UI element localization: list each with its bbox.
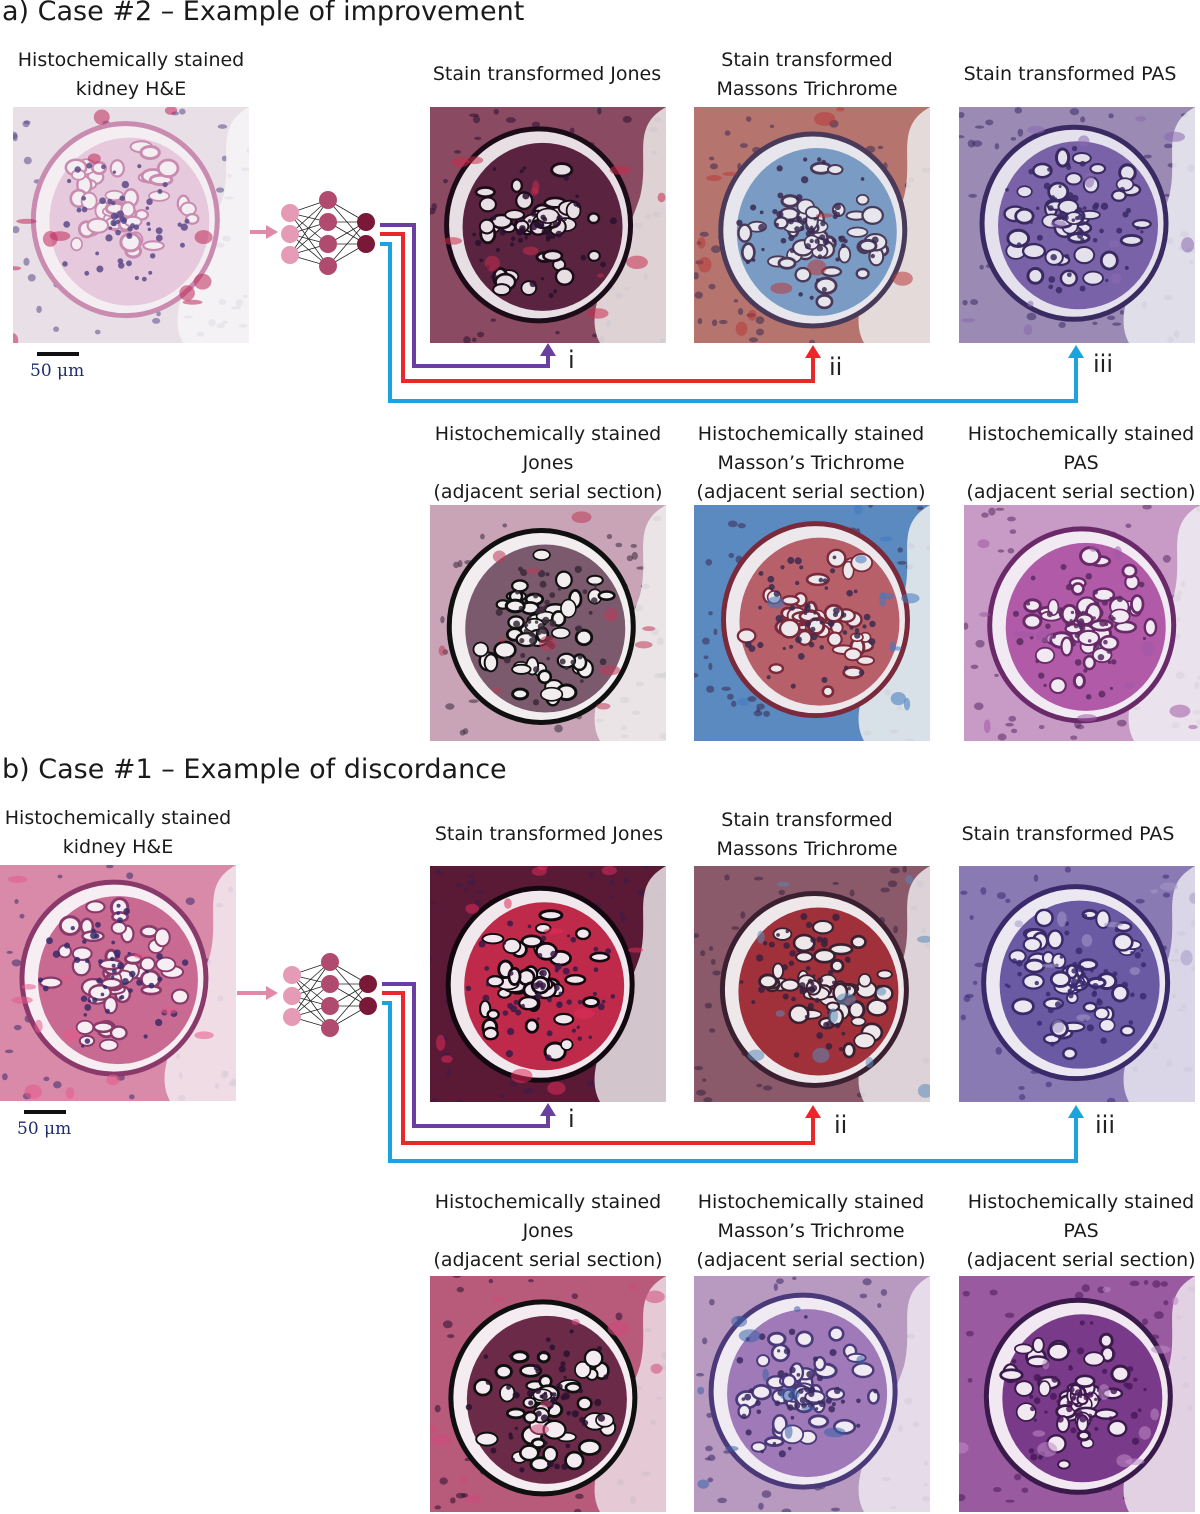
panel-a-transformed-jones-image	[430, 107, 666, 343]
neuron-hidden	[319, 191, 337, 209]
panel-a-transformed-jones-caption: Stain transformed Jones	[432, 63, 662, 85]
panel-b-he-image	[0, 865, 236, 1101]
panel-b-scale-bar	[24, 1110, 66, 1114]
neuron-hidden	[319, 257, 337, 275]
neuron-output	[357, 235, 375, 253]
panel-b-arrow-jones-head	[540, 1103, 556, 1116]
panel-a-he-image	[13, 107, 249, 343]
panel-b-marker-i: i	[568, 1105, 575, 1133]
neuron-hidden	[319, 213, 337, 231]
panel-a-input-arrow-head	[266, 225, 278, 239]
panel-b-reference-jones-caption: Histochemically stained Jones (adjacent …	[433, 1191, 663, 1271]
neuron-input	[283, 1008, 301, 1026]
panel-a-transformed-trichrome-image	[694, 107, 930, 343]
panel-a-arrow-trichrome-head	[805, 345, 821, 358]
panel-b-scale-label: 50 μm	[17, 1119, 72, 1139]
panel-b-marker-ii: ii	[834, 1111, 848, 1139]
panel-b-reference-jones-image	[430, 1276, 666, 1512]
panel-a-input-caption: Histochemically stained kidney H&E	[17, 49, 245, 100]
neuron-input	[283, 987, 301, 1005]
panel-a-marker-i: i	[568, 346, 575, 374]
panel-a-arrow-jones-head	[540, 343, 556, 356]
neuron-hidden	[319, 235, 337, 253]
panel-b-arrow-pas-head	[1068, 1105, 1084, 1118]
panel-a-reference-pas-image	[964, 505, 1200, 741]
neuron-output	[357, 213, 375, 231]
panel-a-marker-ii: ii	[829, 353, 843, 381]
neuron-hidden	[321, 1019, 339, 1037]
panel-b-reference-trichrome-image	[694, 1276, 930, 1512]
panel-a-reference-pas-caption: Histochemically stained PAS (adjacent se…	[966, 423, 1196, 503]
neuron-input	[283, 966, 301, 984]
panel-a-reference-trichrome-image	[694, 505, 930, 741]
panel-a-scale-label: 50 μm	[30, 361, 85, 381]
panel-b-input-arrow-head	[266, 986, 278, 1000]
panel-a-marker-iii: iii	[1093, 350, 1114, 378]
neuron-output	[359, 997, 377, 1015]
panel-b-title: b) Case #1 – Example of discordance	[2, 754, 507, 785]
panel-b-marker-iii: iii	[1095, 1111, 1116, 1139]
panel-b-neural-network-icon	[280, 950, 380, 1042]
neuron-hidden	[321, 997, 339, 1015]
panel-a-reference-jones-image	[430, 505, 666, 741]
panel-a-transformed-pas-image	[959, 107, 1195, 343]
panel-b-arrow-trichrome-head	[805, 1105, 821, 1118]
neuron-input	[281, 225, 299, 243]
panel-a-title: a) Case #2 – Example of improvement	[2, 0, 525, 27]
panel-a-arrow-pas-head	[1068, 345, 1084, 358]
panel-b-transformed-trichrome-image	[694, 866, 930, 1102]
panel-a-transformed-trichrome-caption: Stain transformed Massons Trichrome	[716, 49, 898, 100]
panel-b-input-caption: Histochemically stained kidney H&E	[4, 807, 232, 858]
panel-b-transformed-pas-image	[959, 866, 1195, 1102]
neuron-hidden	[321, 975, 339, 993]
panel-b-reference-pas-caption: Histochemically stained PAS (adjacent se…	[966, 1191, 1196, 1271]
panel-b-transformed-trichrome-caption: Stain transformed Massons Trichrome	[716, 809, 898, 860]
panel-b-reference-trichrome-caption: Histochemically stained Masson’s Trichro…	[696, 1191, 926, 1271]
panel-a-neural-network-icon	[278, 188, 378, 280]
panel-b-transformed-jones-caption: Stain transformed Jones	[434, 823, 664, 845]
panel-a-scale-bar	[37, 352, 79, 356]
neuron-output	[359, 975, 377, 993]
neuron-hidden	[321, 953, 339, 971]
panel-b-reference-pas-image	[959, 1276, 1195, 1512]
panel-a-reference-jones-caption: Histochemically stained Jones (adjacent …	[433, 423, 663, 503]
panel-a-reference-trichrome-caption: Histochemically stained Masson’s Trichro…	[696, 423, 926, 503]
panel-b-transformed-pas-caption: Stain transformed PAS	[961, 823, 1175, 845]
panel-b-transformed-jones-image	[430, 866, 666, 1102]
neuron-input	[281, 204, 299, 222]
neuron-input	[281, 246, 299, 264]
panel-a-transformed-pas-caption: Stain transformed PAS	[963, 63, 1177, 85]
